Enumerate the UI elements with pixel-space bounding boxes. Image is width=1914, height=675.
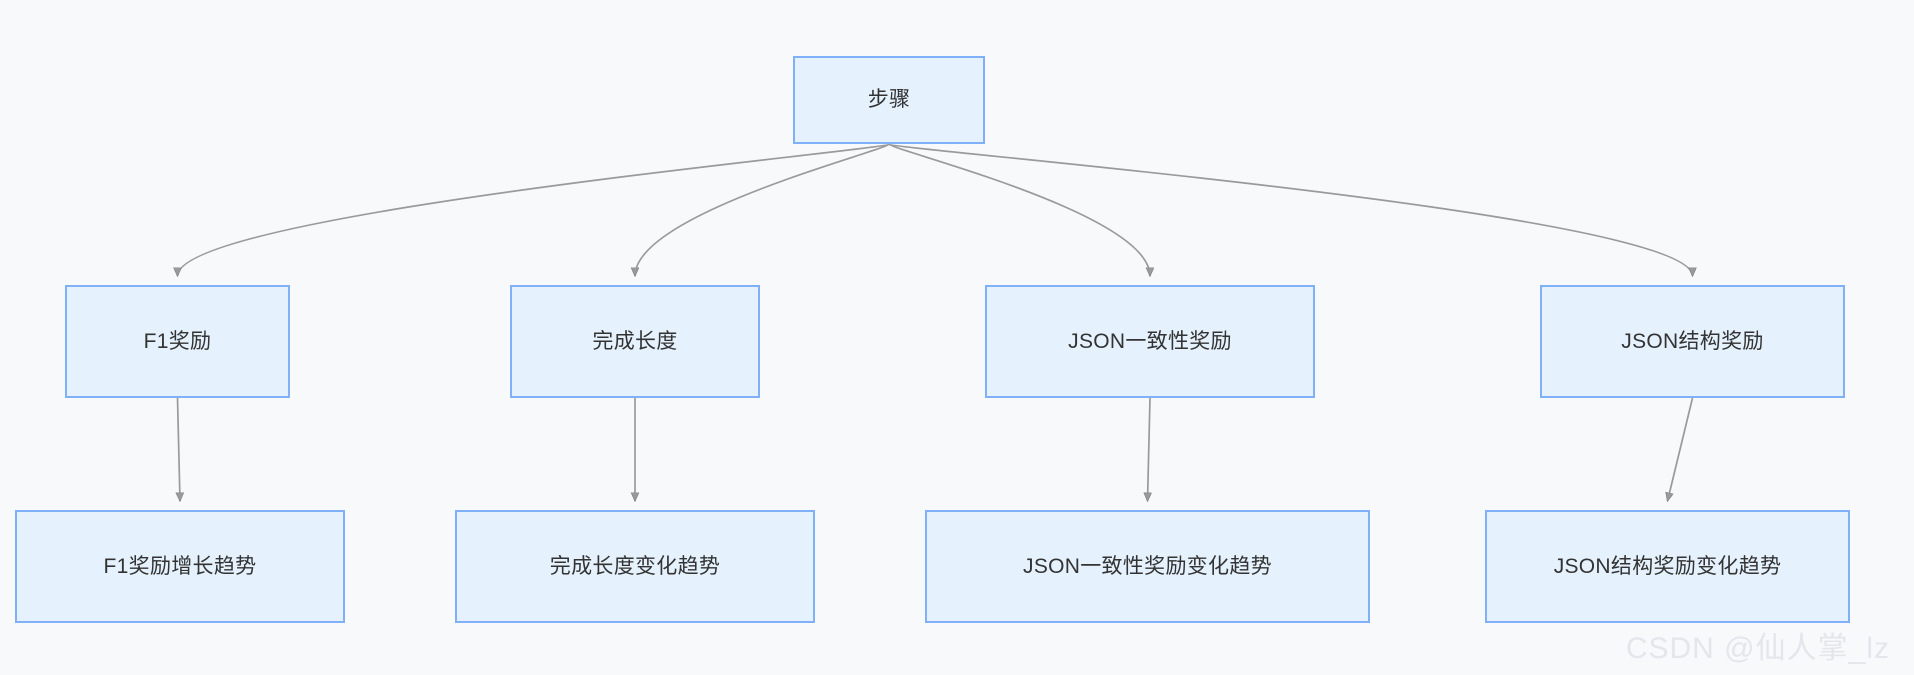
edge-jsonstruct-to-jsonstructt bbox=[1668, 397, 1694, 501]
node-root[interactable]: 步骤 bbox=[793, 56, 985, 144]
node-label-jsonstructt: JSON结构奖励变化趋势 bbox=[1553, 554, 1782, 578]
node-jsonstructt[interactable]: JSON结构奖励变化趋势 bbox=[1485, 510, 1850, 623]
node-label-len: 完成长度 bbox=[592, 329, 678, 353]
node-jsonstruct[interactable]: JSON结构奖励 bbox=[1540, 285, 1845, 398]
edge-root-to-jsoncons bbox=[888, 143, 1150, 276]
csdn-watermark: CSDN @仙人掌_lz bbox=[1625, 632, 1890, 665]
node-f1[interactable]: F1奖励 bbox=[65, 285, 290, 398]
node-jsonconst[interactable]: JSON一致性奖励变化趋势 bbox=[925, 510, 1370, 623]
node-lent[interactable]: 完成长度变化趋势 bbox=[455, 510, 815, 623]
node-label-f1: F1奖励 bbox=[143, 329, 212, 353]
node-jsoncons[interactable]: JSON一致性奖励 bbox=[985, 285, 1315, 398]
edge-root-to-f1 bbox=[178, 143, 890, 276]
node-f1t[interactable]: F1奖励增长趋势 bbox=[15, 510, 345, 623]
node-label-jsoncons: JSON一致性奖励 bbox=[1068, 329, 1232, 353]
edge-f1-to-f1t bbox=[178, 397, 181, 501]
node-len[interactable]: 完成长度 bbox=[510, 285, 760, 398]
node-label-jsonconst: JSON一致性奖励变化趋势 bbox=[1023, 554, 1272, 578]
node-label-f1t: F1奖励增长趋势 bbox=[103, 554, 257, 578]
edge-jsoncons-to-jsonconst bbox=[1148, 397, 1151, 501]
node-label-root: 步骤 bbox=[867, 88, 911, 112]
node-label-lent: 完成长度变化趋势 bbox=[549, 554, 721, 578]
node-label-jsonstruct: JSON结构奖励 bbox=[1621, 329, 1764, 353]
edge-root-to-jsonstruct bbox=[888, 143, 1693, 276]
edge-root-to-len bbox=[635, 143, 890, 276]
